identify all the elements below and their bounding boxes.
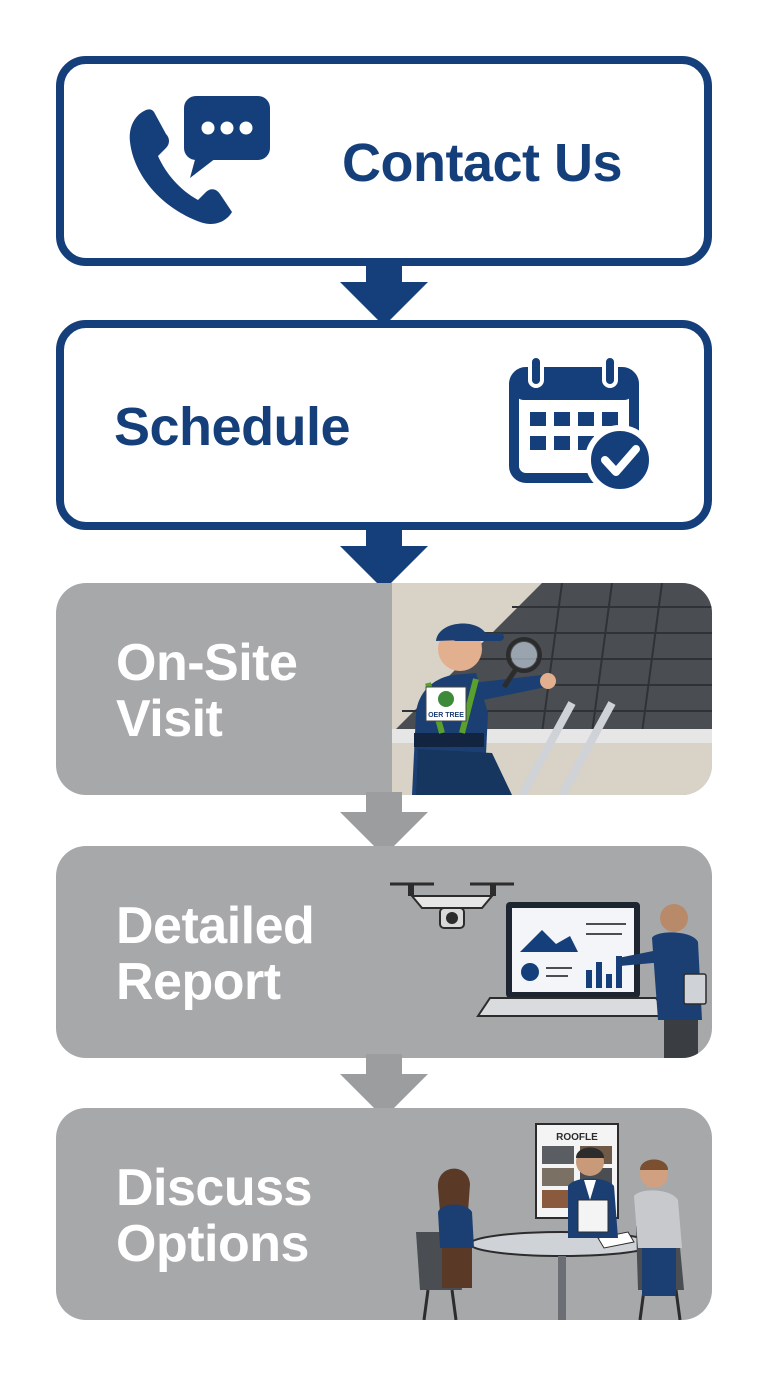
board-title: ROOFLE <box>556 1132 598 1143</box>
label-line: Visit <box>116 690 223 749</box>
step-detailed-report: Detailed Report <box>56 846 712 1058</box>
step-on-site-visit: On-Site Visit OER TREE <box>56 583 712 795</box>
badge-text: OER TREE <box>428 712 464 719</box>
label-line: Detailed <box>116 897 315 955</box>
step-schedule-label: Schedule <box>114 397 351 457</box>
label-line: Discuss <box>116 1159 312 1217</box>
phone-chat-icon <box>129 96 270 224</box>
step-discuss-options-label: Discuss Options <box>116 1160 312 1272</box>
arrow-down-icon <box>340 526 428 590</box>
meeting-table-illustration: ROOFLE <box>416 1123 684 1320</box>
step-discuss-options: Discuss Options ROOFLE <box>56 1108 712 1320</box>
label-line: On-Site <box>116 634 298 692</box>
arrow-down-icon <box>340 1054 428 1118</box>
roof-inspector-illustration: OER TREE <box>392 583 712 795</box>
step-contact-us: Contact Us <box>56 56 712 266</box>
step-contact-us-label: Contact Us <box>342 133 623 193</box>
calendar-check-icon <box>509 354 655 495</box>
drone-laptop-report-illustration <box>390 882 707 1058</box>
label-line: Report <box>116 953 281 1012</box>
label-line: Options <box>116 1215 309 1274</box>
step-schedule: Schedule <box>56 320 712 530</box>
step-detailed-report-label: Detailed Report <box>116 897 315 1012</box>
step-on-site-visit-label: On-Site Visit <box>116 634 298 749</box>
arrow-down-icon <box>340 792 428 856</box>
arrow-down-icon <box>340 262 428 326</box>
drone-icon <box>390 882 514 929</box>
